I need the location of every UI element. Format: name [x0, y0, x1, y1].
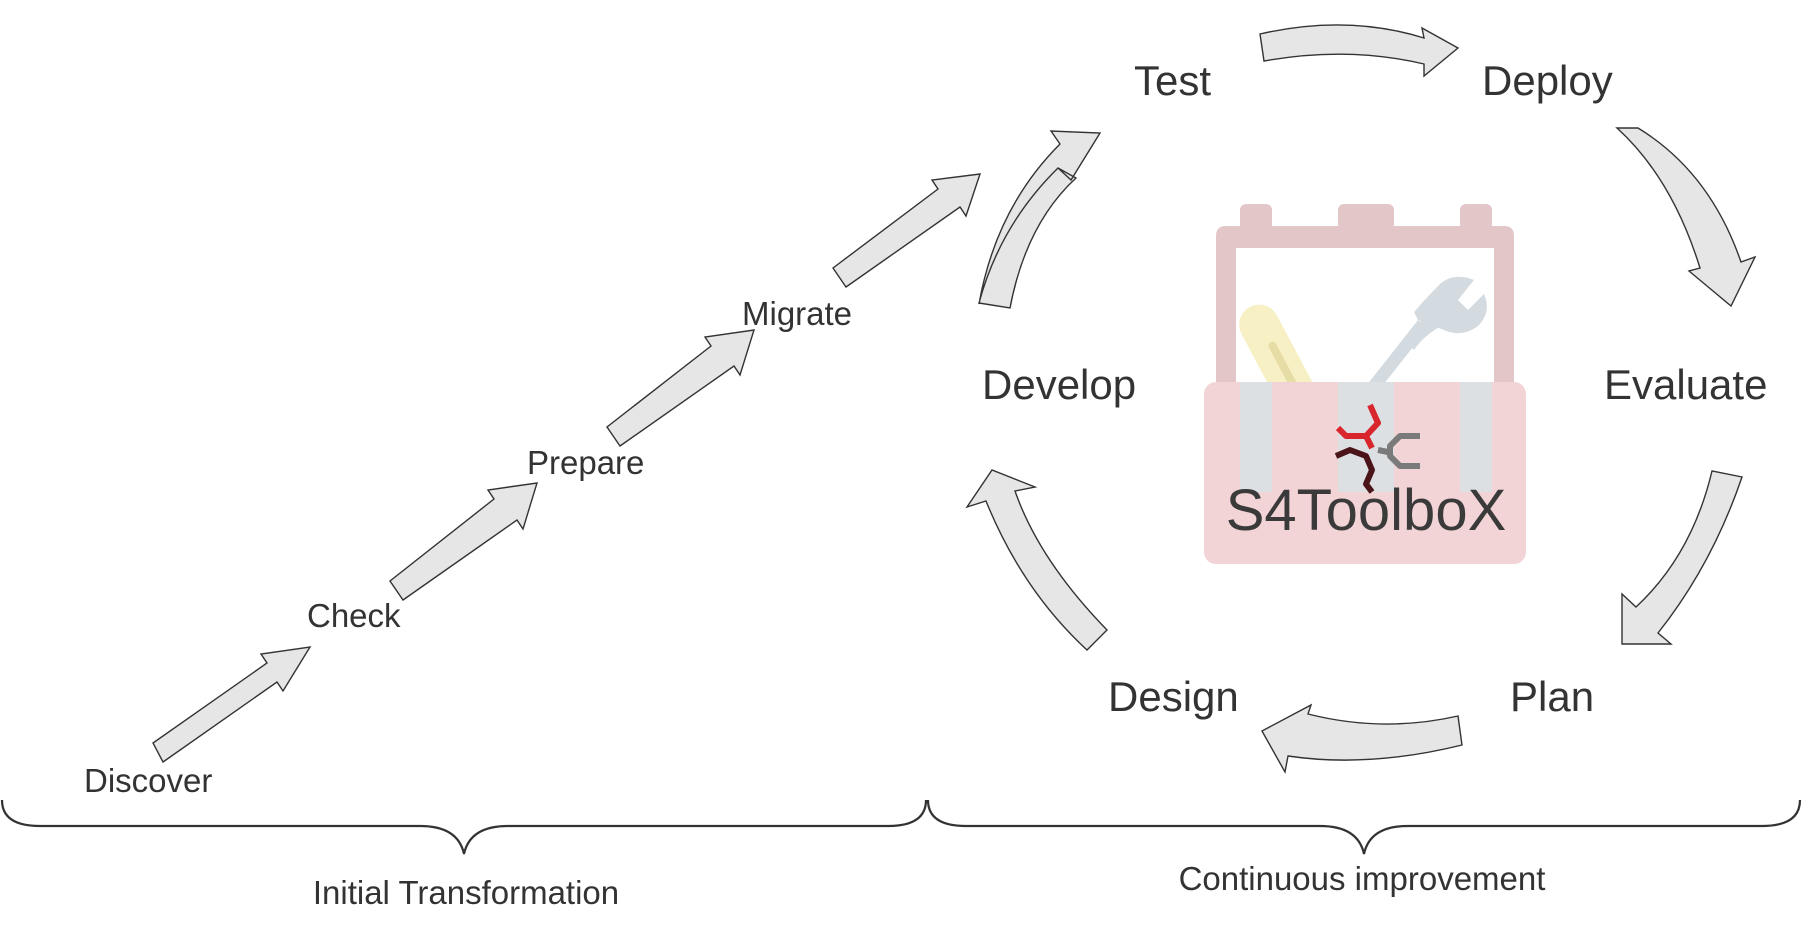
initial-arrows [152, 173, 982, 764]
step-label-discover: Discover [84, 762, 212, 799]
s4-brand-mark-icon [1334, 403, 1420, 494]
arrow-discover-to-check [152, 646, 312, 764]
step-label-check: Check [307, 597, 401, 634]
arrow-check-to-prepare [389, 482, 538, 601]
s4toolbox-logo: S4ToolboX [1204, 204, 1526, 564]
toolbox-latch-right [1460, 382, 1492, 492]
logo-text: S4ToolboX [1226, 478, 1507, 543]
wrench-icon [1366, 276, 1487, 394]
toolbox-tab-left [1240, 204, 1272, 230]
phase-label-continuous: Continuous improvement [1179, 860, 1546, 897]
step-label-prepare: Prepare [527, 444, 644, 481]
brace-continuous [926, 799, 1802, 855]
cycle-label-deploy: Deploy [1482, 57, 1613, 104]
phase-label-initial: Initial Transformation [313, 874, 619, 911]
phase-braces [0, 799, 1802, 855]
arrow-migrate-to-test [832, 173, 982, 288]
phase-labels: Initial Transformation Continuous improv… [313, 860, 1546, 911]
cycle-step-labels: Test Deploy Evaluate Plan Design Develop [982, 57, 1767, 720]
cycle-label-plan: Plan [1510, 673, 1594, 720]
toolbox-latch-left [1240, 382, 1272, 492]
toolbox-tab-middle [1338, 204, 1394, 230]
arrow-prepare-to-migrate [606, 329, 755, 447]
cycle-label-test: Test [1134, 57, 1211, 104]
cycle-label-develop: Develop [982, 361, 1136, 408]
toolbox-tab-right [1460, 204, 1492, 230]
arrow-evaluate-to-plan [1621, 470, 1743, 645]
toolbox-handle [1216, 226, 1514, 390]
arrow-plan-to-design [1261, 703, 1463, 775]
cycle-label-evaluate: Evaluate [1604, 361, 1767, 408]
arrow-develop-to-test [978, 130, 1102, 309]
arrow-test-to-deploy [1259, 24, 1460, 78]
brace-initial [0, 799, 928, 855]
arrow-deploy-to-evaluate [1615, 127, 1757, 308]
arrow-design-to-develop [965, 469, 1108, 651]
initial-step-labels: Discover Check Prepare Migrate [84, 295, 852, 799]
step-label-migrate: Migrate [742, 295, 852, 332]
cycle-label-design: Design [1108, 673, 1239, 720]
cycle-arrows [965, 24, 1757, 775]
